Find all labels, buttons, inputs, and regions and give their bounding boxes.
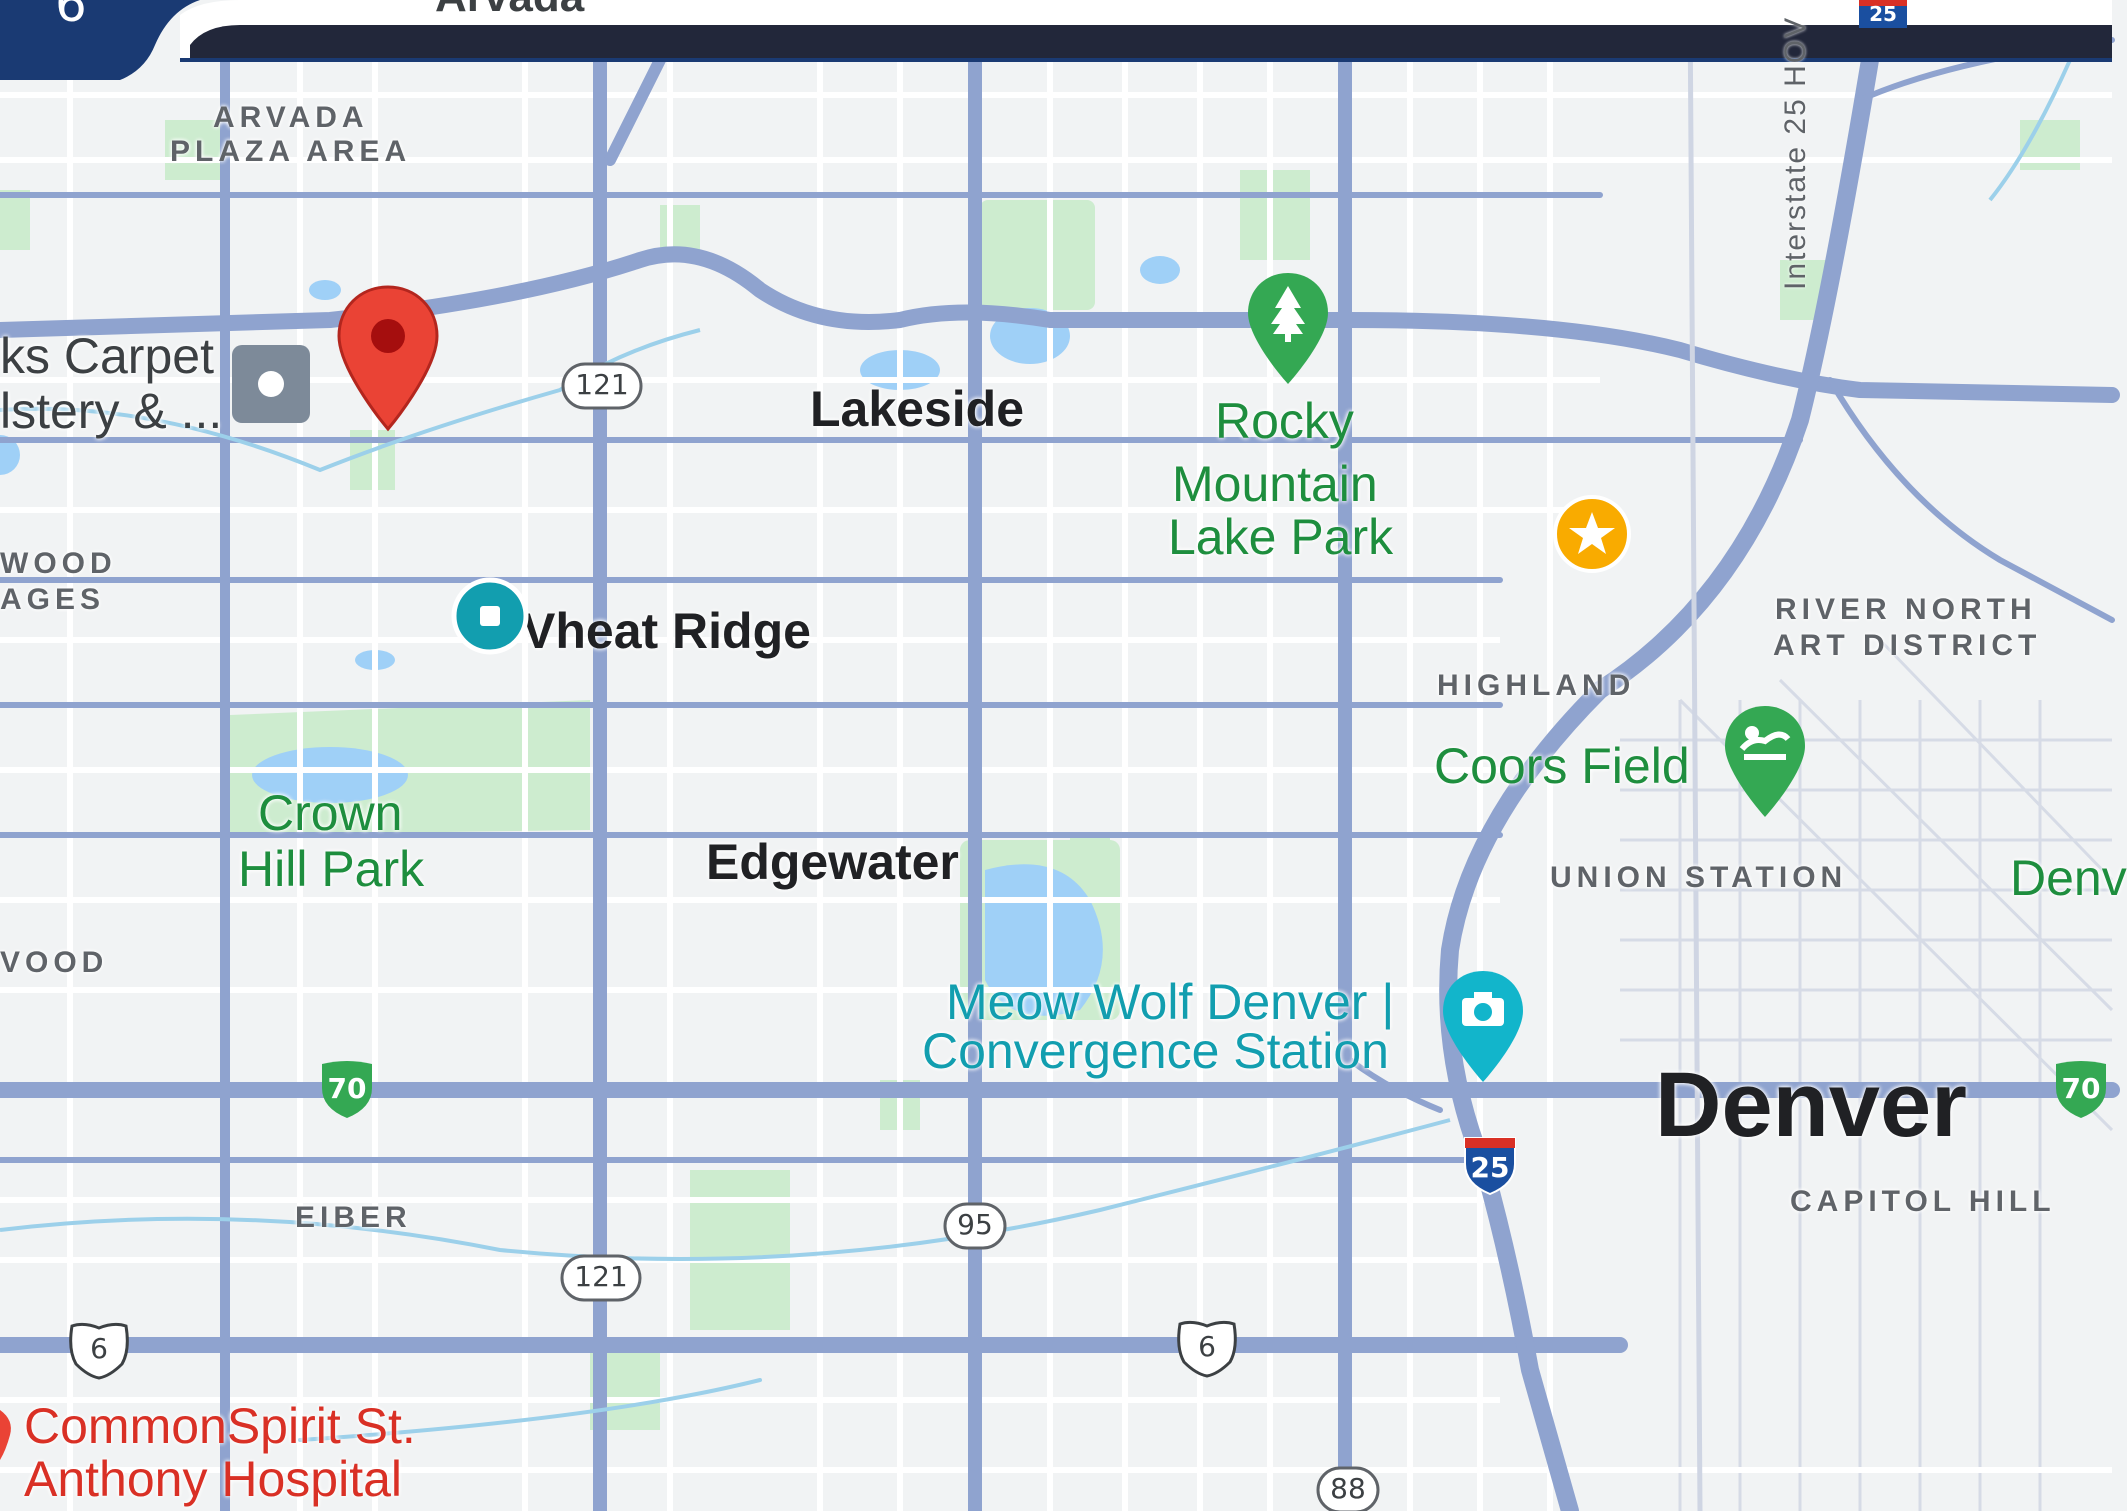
- highway-label-i25-hov: Interstate 25 HOV: [1779, 15, 1812, 290]
- us-route-6-east-label: 6: [1198, 1330, 1216, 1363]
- city-label-wheat-ridge[interactable]: Vheat Ridge: [522, 603, 811, 659]
- area-label-river-north: RIVER NORTH: [1775, 593, 2037, 626]
- poi-label-coors-field[interactable]: Coors Field: [1434, 738, 1690, 794]
- interstate-70-east-label: 70: [2061, 1072, 2101, 1105]
- area-label-ages: AGES: [0, 583, 106, 616]
- poi-label-meow-wolf-2[interactable]: Convergence Station: [922, 1023, 1389, 1079]
- area-label-union-station: UNION STATION: [1550, 861, 1848, 894]
- business-marker-icon[interactable]: [230, 343, 312, 425]
- poi-label-crown-hill-1[interactable]: Crown: [258, 785, 403, 841]
- city-label-lakeside[interactable]: Lakeside: [810, 381, 1025, 437]
- state-route-121-south-label: 121: [574, 1260, 628, 1293]
- state-route-88-label: 88: [1330, 1472, 1366, 1505]
- us-route-6-west-label: 6: [90, 1332, 108, 1365]
- state-route-121-label: 121: [575, 368, 629, 401]
- interstate-70-west-shield-icon: [322, 1061, 372, 1118]
- poi-label-crown-hill-2[interactable]: Hill Park: [238, 841, 425, 897]
- state-route-121-shield-icon: [561, 362, 643, 410]
- poi-label-meow-wolf-1[interactable]: Meow Wolf Denver |: [946, 974, 1395, 1030]
- poi-label-business-2[interactable]: lstery & ...: [0, 383, 223, 439]
- area-label-capitol-hill: CAPITOL HILL: [1790, 1185, 2056, 1218]
- area-label-eiber: EIBER: [295, 1201, 412, 1234]
- hospital-marker-icon[interactable]: [0, 1410, 14, 1460]
- area-label-arvada-plaza-2: PLAZA AREA: [170, 135, 412, 168]
- poi-label-rocky-mountain-1[interactable]: Rocky: [1215, 393, 1354, 449]
- interstate-25-label: 25: [1470, 1151, 1510, 1184]
- city-label-edgewater[interactable]: Edgewater: [706, 834, 959, 890]
- state-route-88-shield-icon: [1316, 1466, 1380, 1511]
- interstate-25-shield-icon: [1464, 1137, 1516, 1196]
- stadium-icon[interactable]: [1722, 703, 1808, 821]
- area-label-wood-2: VOOD: [0, 946, 109, 979]
- location-pin-icon[interactable]: [335, 283, 441, 433]
- interstate-70-west-label: 70: [327, 1072, 367, 1105]
- star-icon[interactable]: [1552, 494, 1632, 574]
- state-route-121-south-shield-icon: [560, 1254, 642, 1302]
- poi-label-hospital-1[interactable]: CommonSpirit St.: [24, 1398, 416, 1454]
- interstate-70-east-shield-icon: [2056, 1061, 2106, 1118]
- park-tree-icon[interactable]: [1245, 270, 1331, 388]
- interstate-25-north-shield-icon: [1859, 0, 1907, 28]
- poi-label-rocky-mountain-2[interactable]: Mountain: [1172, 456, 1378, 512]
- poi-label-hospital-2[interactable]: Anthony Hospital: [24, 1451, 403, 1507]
- state-route-95-label: 95: [957, 1208, 993, 1241]
- area-label-highland: HIGHLAND: [1437, 669, 1636, 702]
- us-route-6-east-shield-icon: [1177, 1320, 1237, 1378]
- transit-stop-icon[interactable]: [450, 576, 530, 656]
- area-label-art-district: ART DISTRICT: [1773, 629, 2042, 662]
- poi-label-denver-edge[interactable]: Denv: [2010, 850, 2127, 906]
- header-badge: 6: [55, 0, 87, 33]
- poi-label-business-1[interactable]: ks Carpet: [0, 328, 214, 384]
- us-route-6-west-shield-icon: [69, 1322, 129, 1380]
- state-route-95-shield-icon: [943, 1202, 1007, 1250]
- area-label-arvada-plaza: ARVADA: [213, 101, 369, 134]
- area-label-wood: WOOD: [0, 547, 117, 580]
- camera-icon[interactable]: [1440, 968, 1526, 1086]
- poi-label-rocky-mountain-3[interactable]: Lake Park: [1168, 509, 1394, 565]
- city-label-denver[interactable]: Denver: [1655, 1054, 1967, 1156]
- cutoff-place-label: Arvada: [435, 0, 584, 20]
- interstate-25-north-label: 25: [1869, 2, 1897, 26]
